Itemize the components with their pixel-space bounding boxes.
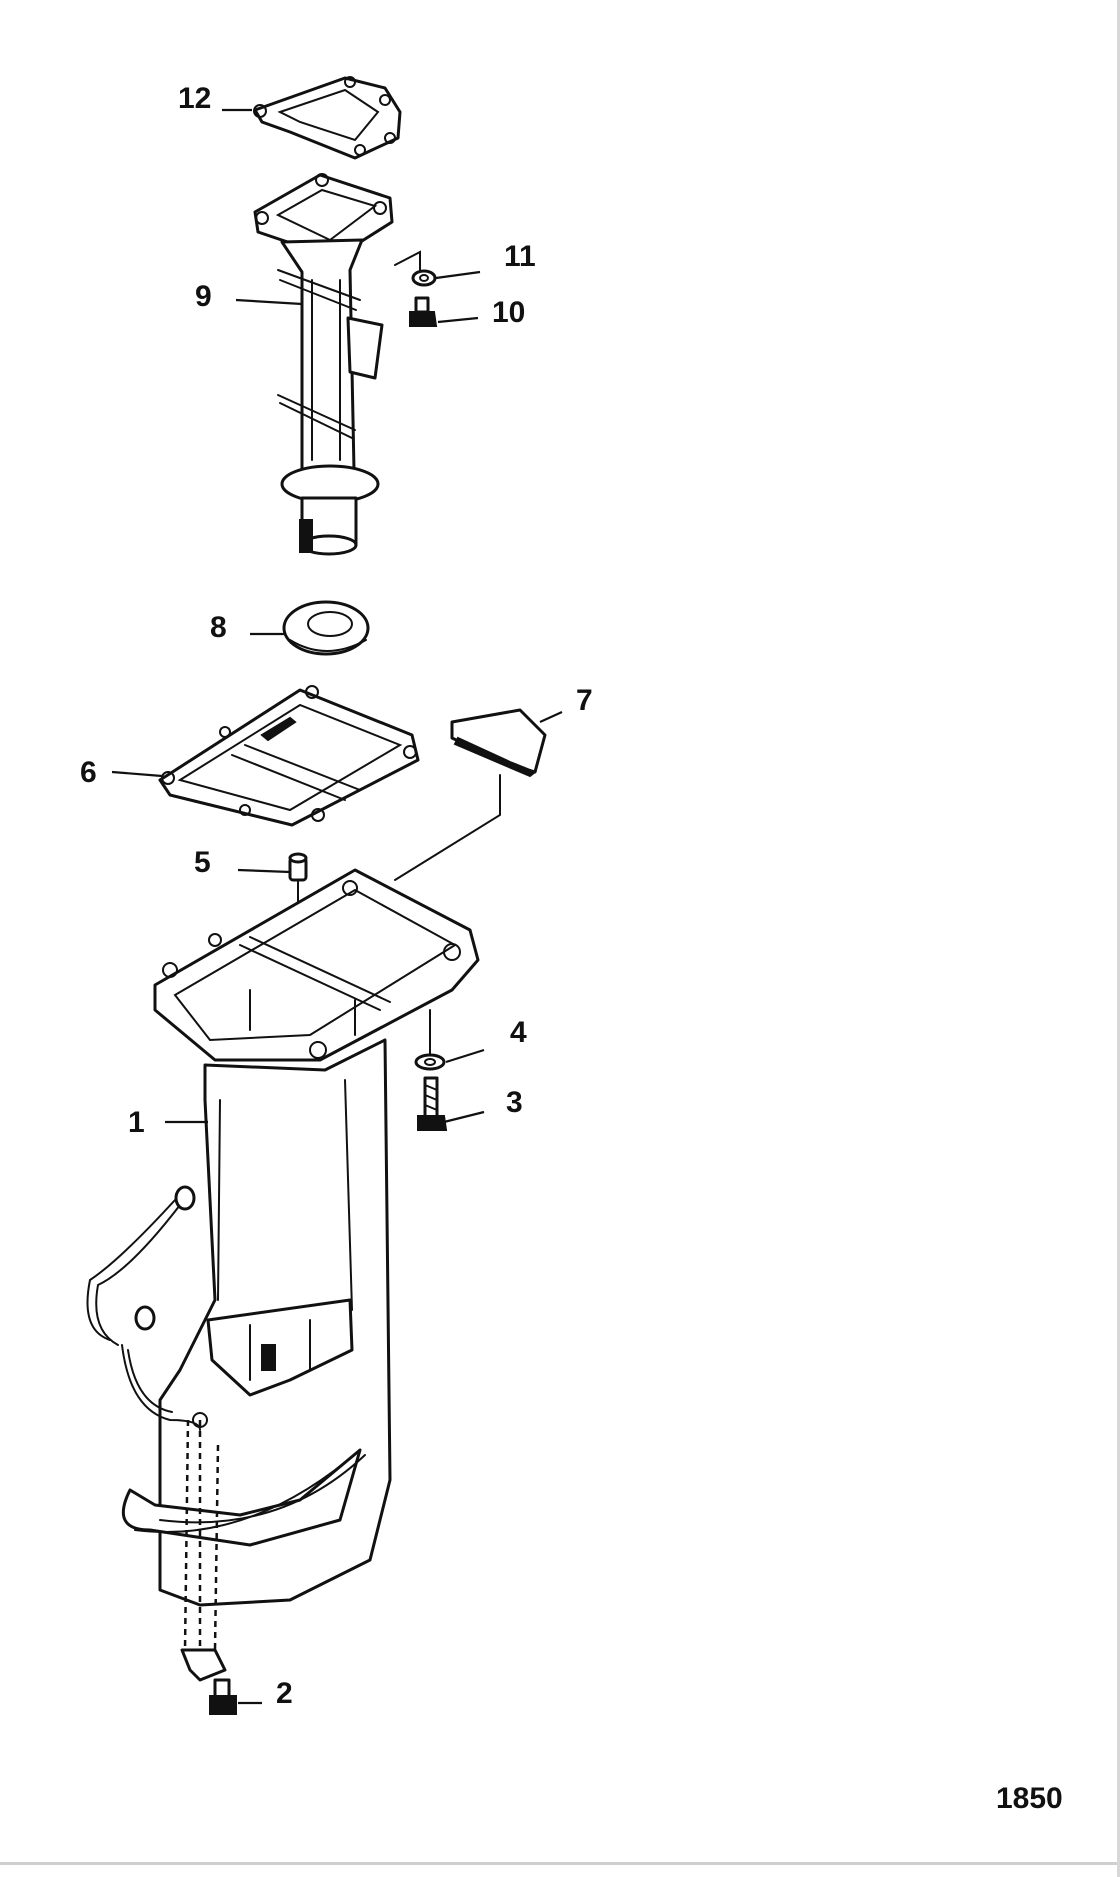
callout-12: 12 xyxy=(178,82,211,115)
callout-10: 10 xyxy=(492,296,525,329)
callout-11: 11 xyxy=(504,240,536,273)
part-11-washer xyxy=(394,250,437,287)
bottom-divider xyxy=(0,1862,1117,1865)
callout-4: 4 xyxy=(510,1016,527,1049)
callout-2: 2 xyxy=(276,1677,293,1710)
callout-7: 7 xyxy=(576,684,593,717)
ground-wire xyxy=(86,1185,201,1431)
part-2-bolt xyxy=(209,1678,237,1715)
callout-3: 3 xyxy=(506,1086,523,1119)
part-7-cover xyxy=(394,708,547,881)
part-12-gasket xyxy=(253,76,402,160)
part-8-seal xyxy=(282,600,370,656)
part-10-bolt xyxy=(409,296,438,327)
callout-9: 9 xyxy=(195,280,212,313)
part-3-bolt xyxy=(417,1076,448,1131)
part-6-gasket xyxy=(158,685,420,827)
callout-5: 5 xyxy=(194,846,211,879)
part-5-dowel-pin xyxy=(288,852,308,921)
part-9-exhaust-tube xyxy=(253,173,394,556)
figure-number: 1850 xyxy=(996,1782,1063,1815)
part-4-washer xyxy=(414,1009,446,1071)
callout-1: 1 xyxy=(128,1106,145,1139)
leader-lines xyxy=(111,108,563,1705)
callout-8: 8 xyxy=(210,611,227,644)
callout-6: 6 xyxy=(80,756,97,789)
callout-labels: 1 2 3 4 5 6 7 8 9 10 11 12 xyxy=(80,82,593,1710)
part-1-driveshaft-housing xyxy=(121,868,480,1682)
